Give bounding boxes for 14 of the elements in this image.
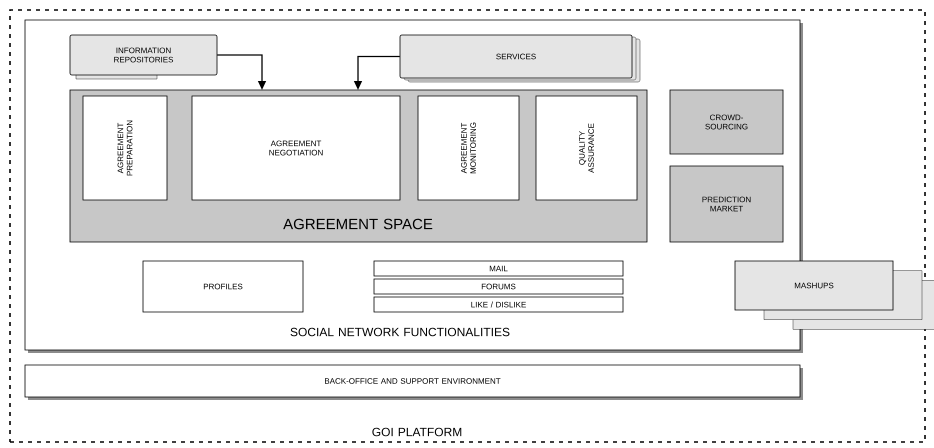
- module-box: QUALITY ASSURANCE: [536, 96, 638, 200]
- module-box: AGREEMENT PREPARATION: [82, 96, 168, 200]
- module-box: AGREEMENT MONITORING: [418, 96, 520, 200]
- profiles-box: PROFILES: [142, 260, 304, 312]
- services-stack: SERVICES: [400, 34, 640, 82]
- side-box: PREDICTION MARKET: [670, 166, 784, 242]
- module-box: AGREEMENT NEGOTIATION: [192, 96, 400, 200]
- mashups-stack: MASHUPS: [734, 260, 934, 330]
- feature-bar: FORUMS: [374, 278, 624, 294]
- feature-bar: MAIL: [374, 260, 624, 276]
- back-office-bar: BACK-OFFICE AND SUPPORT ENVIRONMENT: [24, 364, 803, 400]
- document-stack: INFORMATION REPOSITORIES: [70, 34, 218, 80]
- side-box: CROWD-SOURCING: [670, 90, 784, 154]
- feature-bar: LIKE / DISLIKE: [374, 296, 624, 312]
